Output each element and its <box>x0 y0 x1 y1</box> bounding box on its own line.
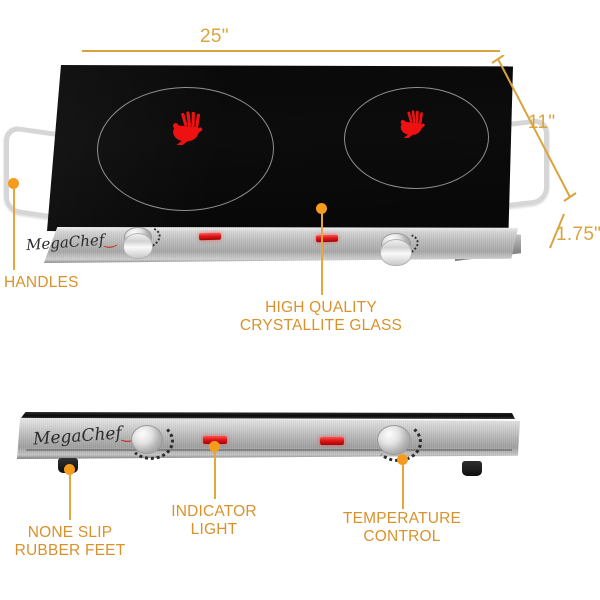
width-dimension-line <box>82 50 500 52</box>
temperature-control-callout-line <box>402 464 404 509</box>
left-handle[interactable] <box>4 124 55 220</box>
knob-body[interactable] <box>380 239 412 266</box>
rubber-feet-callout-dot <box>64 464 75 475</box>
right-indicator-light <box>320 437 344 445</box>
glass-top-edge <box>21 412 515 419</box>
left-indicator-light <box>198 232 222 241</box>
height-dimension-line <box>549 213 565 249</box>
right-temperature-knob[interactable] <box>374 422 422 462</box>
front-control-panel <box>43 227 519 263</box>
knob-dial[interactable] <box>377 425 411 455</box>
left-burner-ring <box>95 85 276 213</box>
left-indicator-light <box>203 436 227 444</box>
handles-callout-line <box>13 188 15 270</box>
indicator-light-callout-label: INDICATOR LIGHT <box>171 503 257 538</box>
width-dimension-label: 25" <box>200 26 229 47</box>
glass-callout-dot <box>316 203 327 214</box>
right-indicator-light <box>315 234 339 243</box>
crystallite-glass-surface <box>47 65 513 237</box>
depth-dimension-line <box>491 55 577 202</box>
glass-callout-label: HIGH QUALITY CRYSTALLITE GLASS <box>239 299 403 334</box>
rubber-feet-callout-label: NONE SLIP RUBBER FEET <box>14 524 126 559</box>
temperature-control-callout-label: TEMPERATURE CONTROL <box>342 510 462 545</box>
right-rubber-foot <box>462 461 482 476</box>
left-temperature-knob[interactable] <box>128 422 174 460</box>
left-temperature-knob[interactable] <box>118 222 164 263</box>
indicator-light-callout-dot <box>209 441 220 452</box>
brand-logo-accent: ‿ <box>103 229 117 249</box>
brushed-steel-texture <box>17 417 520 459</box>
handles-callout-label: HANDLES <box>4 274 79 291</box>
temperature-control-callout-dot <box>397 454 408 465</box>
handles-callout-dot <box>8 178 19 189</box>
front-control-panel <box>17 417 520 459</box>
cooktop-front-view: MegaChef‿ <box>0 404 600 494</box>
glass-callout-line <box>321 213 323 295</box>
brushed-steel-texture <box>43 227 519 263</box>
hot-surface-hand-icon <box>400 110 425 138</box>
height-dimension-label: 1.75" <box>556 224 600 245</box>
right-burner-ring <box>343 85 490 191</box>
depth-dimension-label: 11" <box>528 112 556 133</box>
knob-dial[interactable] <box>131 425 163 454</box>
hot-surface-hand-icon <box>173 111 203 145</box>
knob-tick-marks <box>128 422 174 460</box>
panel-seam-line <box>26 449 512 452</box>
right-temperature-knob[interactable] <box>374 228 422 271</box>
indicator-light-callout-line <box>214 451 216 499</box>
rubber-feet-callout-line <box>69 474 71 520</box>
knob-body[interactable] <box>123 233 153 259</box>
